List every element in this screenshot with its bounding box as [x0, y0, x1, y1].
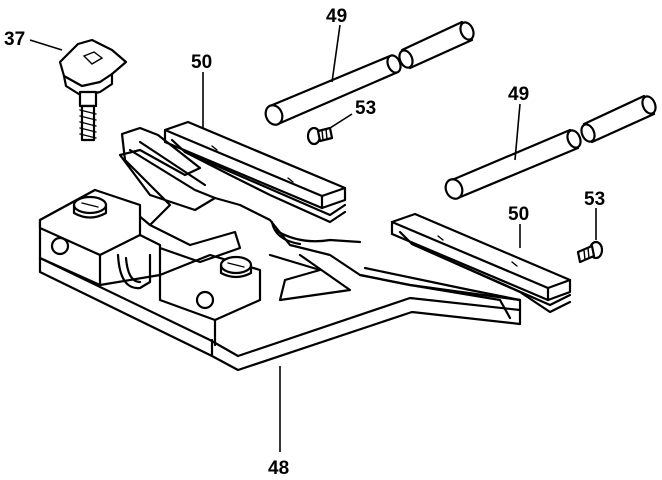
part-labels: 37 49 49 50 50 53 53 48 — [4, 6, 605, 479]
label-48: 48 — [268, 458, 289, 479]
guide-rail-50-right — [390, 212, 572, 314]
left-bolt-hole — [50, 236, 70, 256]
label-49-lower: 49 — [508, 84, 529, 105]
label-50-left: 50 — [191, 52, 212, 73]
rod-49-lower — [444, 94, 657, 200]
label-50-right: 50 — [508, 204, 529, 225]
wing-knob-37 — [58, 38, 128, 142]
leader-lines — [29, 24, 597, 452]
label-53-lower: 53 — [584, 189, 605, 210]
guide-rail-50-left — [163, 120, 347, 224]
label-37: 37 — [4, 29, 25, 50]
screw-53-lower — [576, 240, 604, 264]
label-53-upper: 53 — [355, 98, 376, 119]
screw-53-upper — [306, 126, 334, 146]
rod-49-upper — [264, 20, 475, 126]
base-plate-48 — [38, 126, 522, 372]
right-bolt-hole — [195, 290, 215, 310]
label-49-upper: 49 — [326, 6, 347, 27]
